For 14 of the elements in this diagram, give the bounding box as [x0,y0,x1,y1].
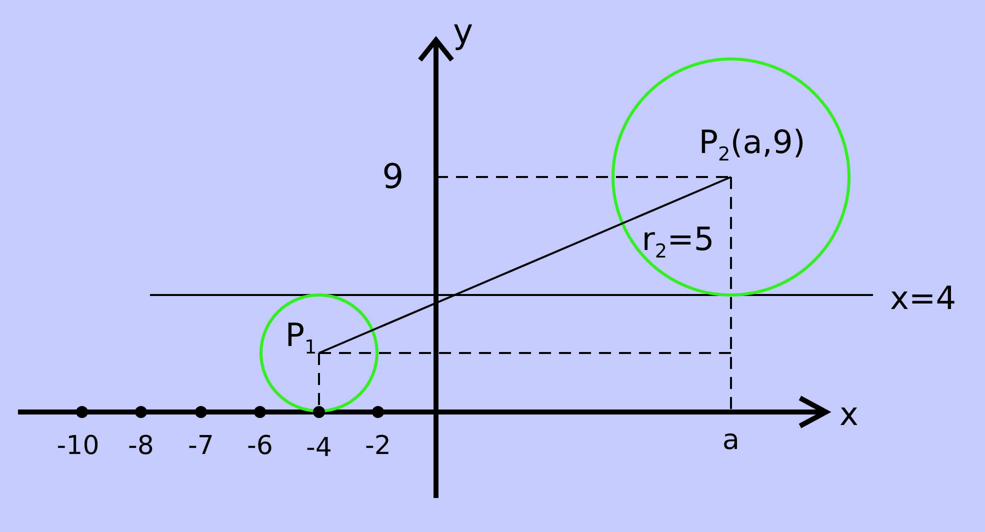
tick-label: -4 [306,435,332,461]
tick-label: -6 [247,433,273,459]
radius-label: r$_{2}$=5 [642,223,714,261]
tick-label: -7 [188,433,214,459]
tick-label: -2 [365,433,391,459]
point-label: P$_{1}$ [285,319,317,357]
tick-label: -10 [56,433,100,459]
line-label: x=4 [890,282,956,314]
tick-label: 9 [382,160,404,194]
axis-label: a [722,426,740,454]
axis-label: y [452,15,474,49]
axis-label: x [840,398,858,430]
tick-label: -8 [128,433,154,459]
point-label: P$_{2}$(a,9) [698,126,806,164]
